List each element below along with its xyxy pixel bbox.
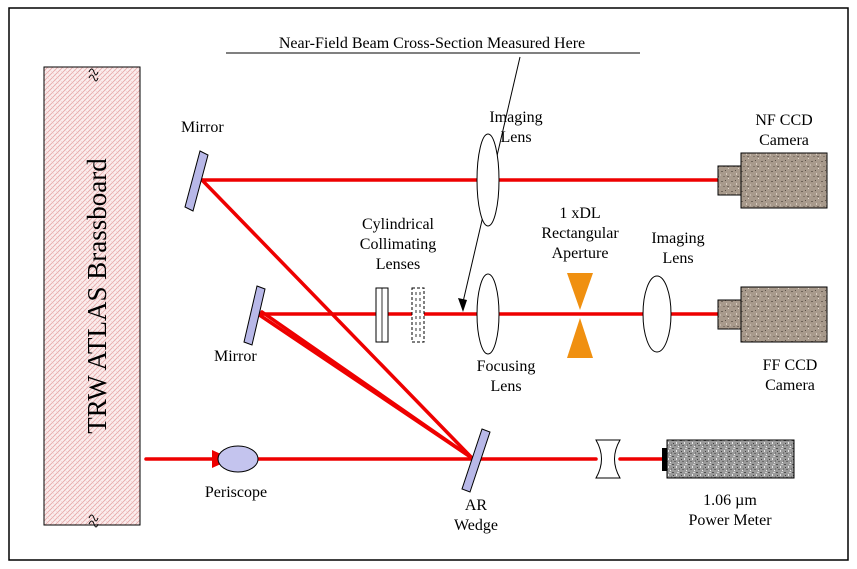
measurement-arrowhead bbox=[458, 298, 467, 312]
nf-ccd-camera bbox=[717, 152, 828, 209]
imaging-lens-top bbox=[476, 133, 500, 227]
cyl-lenses-label-3: Lenses bbox=[376, 256, 420, 273]
imaging-lens-top-label-1: Imaging bbox=[489, 109, 542, 126]
break-marks bbox=[88, 68, 99, 528]
power-meter-label-2: Power Meter bbox=[688, 512, 772, 529]
focusing-lens-label-1: Focusing bbox=[477, 358, 536, 375]
negative-lens bbox=[595, 439, 621, 479]
focusing-lens-label-2: Lens bbox=[490, 378, 521, 395]
cylindrical-lens-2 bbox=[411, 287, 425, 343]
mirror-top-label: Mirror bbox=[181, 119, 224, 136]
cyl-lenses-label-2: Collimating bbox=[360, 236, 436, 253]
aperture-label-2: Rectangular bbox=[541, 225, 619, 242]
ff-camera-label-1: FF CCD bbox=[763, 357, 818, 374]
ff-camera-label-2: Camera bbox=[765, 377, 815, 394]
imaging-lens-mid bbox=[642, 275, 672, 353]
brassboard: TRW ATLAS Brassboard bbox=[43, 66, 141, 528]
aperture-label-3: Aperture bbox=[552, 245, 609, 262]
ar-wedge-label-2: Wedge bbox=[454, 517, 498, 534]
nf-camera-label-2: Camera bbox=[759, 132, 809, 149]
brassboard-label: TRW ATLAS Brassboard bbox=[82, 158, 112, 434]
aperture-label-1: 1 xDL bbox=[559, 205, 600, 222]
imaging-lens-mid-label-2: Lens bbox=[662, 250, 693, 267]
periscope bbox=[217, 445, 259, 473]
cyl-lenses-label-1: Cylindrical bbox=[362, 216, 435, 233]
imaging-lens-top-label-2: Lens bbox=[500, 129, 531, 146]
nf-camera-label-1: NF CCD bbox=[755, 112, 812, 129]
measurement-note: Near-Field Beam Cross-Section Measured H… bbox=[279, 35, 585, 52]
mirror-top bbox=[184, 150, 209, 212]
periscope-label: Periscope bbox=[205, 484, 267, 501]
power-meter bbox=[662, 439, 795, 479]
ff-ccd-camera bbox=[717, 286, 828, 343]
imaging-lens-mid-label-1: Imaging bbox=[651, 230, 704, 247]
ar-wedge bbox=[461, 428, 491, 493]
ar-wedge-label-1: AR bbox=[465, 497, 488, 514]
rectangular-aperture bbox=[567, 273, 593, 358]
mirror-mid bbox=[243, 285, 266, 346]
focusing-lens bbox=[476, 273, 500, 355]
power-meter-label-1: 1.06 µm bbox=[703, 492, 757, 509]
mirror-mid-label: Mirror bbox=[214, 348, 257, 365]
